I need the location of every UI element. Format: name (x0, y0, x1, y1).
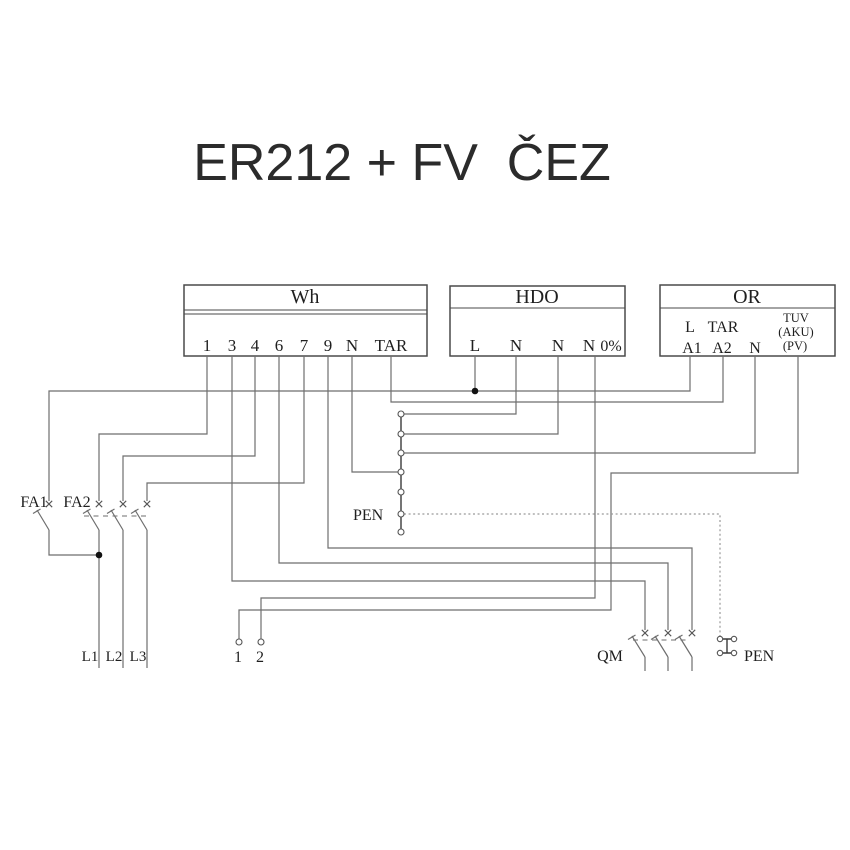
or-terminal-N: N (749, 340, 761, 357)
hdo-terminal-N3: N (583, 336, 595, 355)
qm-label: QM (597, 648, 623, 665)
pen-bus-node (397, 449, 405, 457)
or-terminal-A2: A2 (712, 340, 732, 357)
wire-meter-4-to-fa2-pole2 (122, 356, 256, 501)
diagram-title: ER212 + FV ČEZ (193, 134, 611, 192)
wire-phase-L-main (48, 356, 691, 501)
pen-dotted-link (404, 513, 721, 636)
wire-meter-3-to-qm-pole1 (231, 356, 646, 630)
wire-meter-1-to-fa2-pole1 (98, 356, 208, 501)
hdo-terminal-N2: N (552, 336, 564, 355)
or-label-TAR: TAR (708, 319, 739, 336)
meter-terminal-7: 7 (300, 336, 309, 355)
meter-box-label: Wh (291, 286, 320, 308)
pen-bridge-label: PEN (744, 648, 775, 665)
aux-terminal-label-2: 2 (256, 649, 264, 666)
aux-terminal-circle-2 (257, 638, 265, 646)
pen-bus-label: PEN (353, 507, 384, 524)
fa1-contact-marker (45, 500, 53, 508)
fa2-contact-marker-2 (119, 500, 127, 508)
pen-bus-node (397, 410, 405, 418)
aux-terminal-label-1: 1 (234, 649, 242, 666)
pen-bus-node (397, 528, 405, 536)
qm-contact-marker-1 (641, 629, 649, 637)
hdo-box-label: HDO (515, 286, 558, 308)
aux-terminal-circle-1 (235, 638, 243, 646)
or-box-label: OR (733, 286, 761, 308)
meter-terminal-9: 9 (324, 336, 333, 355)
meter-terminal-4: 4 (251, 336, 260, 355)
fa2-contact-marker-3 (143, 500, 151, 508)
qm-switch-blade-2 (650, 634, 669, 658)
pen-bus-node (397, 510, 405, 518)
wire-meter-N-to-pen-bus (351, 356, 401, 473)
pen-bridge-terminal (716, 635, 724, 643)
or-box-outline (659, 284, 836, 357)
junction-dot-fa1-output (95, 551, 103, 559)
pen-bridge-terminal (716, 649, 724, 657)
phase-label-L2: L2 (106, 649, 123, 665)
wire-meter-9-to-qm-pole3 (327, 356, 693, 630)
wire-meter-7-to-fa2-pole3 (146, 356, 305, 501)
meter-terminal-N: N (346, 336, 358, 355)
fa1-breaker-blade (32, 508, 50, 531)
or-side-label-tuv: TUV (783, 311, 809, 325)
or-label-L: L (685, 319, 695, 336)
phase-label-L1: L1 (82, 649, 99, 665)
wire-hdo-0pct-to-terminal-2 (260, 356, 596, 639)
wire-meter-6-to-qm-pole2 (278, 356, 669, 630)
fa2-breaker-blade-3 (130, 508, 148, 531)
wire-hdo-N2-to-pen-bus (401, 356, 559, 435)
pen-bus-node (397, 488, 405, 496)
hdo-terminal-L: L (470, 336, 480, 355)
pen-bus-node (397, 430, 405, 438)
pen-bus-node (397, 468, 405, 476)
wire-or-N-to-pen-bus (401, 356, 756, 454)
hdo-box-outline (449, 285, 626, 357)
or-terminal-A1: A1 (682, 340, 702, 357)
wire-meter-TAR-to-A2 (390, 356, 724, 403)
hdo-percent-label: 0% (600, 338, 621, 355)
meter-terminal-1: 1 (203, 336, 212, 355)
fa2-contact-marker-1 (95, 500, 103, 508)
or-side-label-aku: (AKU) (778, 325, 813, 339)
fa2-label: FA2 (63, 494, 90, 511)
meter-box-outline (183, 284, 428, 357)
or-side-label-pv: (PV) (783, 339, 807, 353)
pen-bridge-terminal (730, 649, 738, 657)
meter-terminal-TAR: TAR (375, 336, 408, 355)
meter-terminal-6: 6 (275, 336, 284, 355)
hdo-terminal-N1: N (510, 336, 522, 355)
fa1-label: FA1 (20, 494, 47, 511)
junction-dot-hdo-L (471, 387, 479, 395)
meter-terminal-3: 3 (228, 336, 237, 355)
pen-bridge-terminal (730, 635, 738, 643)
qm-contact-marker-2 (664, 629, 672, 637)
fa2-breaker-blade-1 (82, 508, 100, 531)
wire-hdo-N1-to-pen-bus (401, 356, 517, 415)
wire-fa1-output (48, 530, 99, 556)
phase-label-L3: L3 (130, 649, 147, 665)
qm-contact-marker-3 (688, 629, 696, 637)
fa2-breaker-blade-2 (106, 508, 124, 531)
wire-or-tuv-to-terminal-1 (238, 356, 799, 639)
